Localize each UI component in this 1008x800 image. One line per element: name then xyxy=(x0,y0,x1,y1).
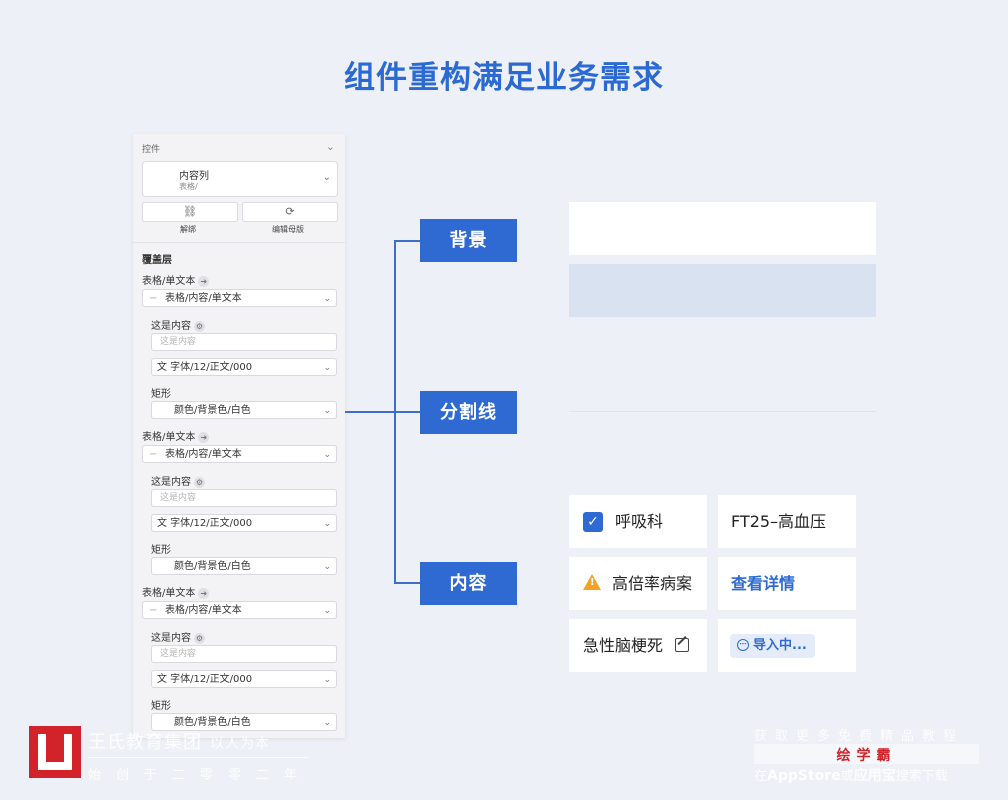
settings-icon[interactable]: ⚙ xyxy=(194,476,205,488)
unlink-icon: ⛓ xyxy=(183,205,197,218)
divider-sample xyxy=(569,411,876,412)
watermark-divider xyxy=(88,757,308,758)
connector-content xyxy=(394,582,420,584)
content-label: 这是内容⚙ xyxy=(151,476,205,488)
cell-link: 查看详情 xyxy=(718,557,856,610)
fill-select[interactable]: 颜色/背景色/白色⌄ xyxy=(151,713,337,731)
watermark-founded: 始创于二零零二年 xyxy=(88,768,313,783)
watermark-org: 王氏教育集团以人为本 xyxy=(88,732,270,753)
overlay-section-title: 覆盖层 xyxy=(142,255,172,266)
edit-icon[interactable] xyxy=(675,638,689,652)
rect-label: 矩形 xyxy=(151,389,171,400)
font-select[interactable]: 文 字体/12/正文/000⌄ xyxy=(151,358,337,376)
edit-master-button[interactable]: ⟳ xyxy=(242,202,338,222)
chevron-down-icon: ⌄ xyxy=(323,519,331,529)
cell-checkbox: ✓ 呼吸科 xyxy=(569,495,707,548)
cell-editable: 急性脑梗死 xyxy=(569,619,707,672)
collapse-chevron-icon[interactable]: ⌄ xyxy=(325,140,335,153)
chevron-down-icon: ⌄ xyxy=(323,363,331,373)
chevron-down-icon: ⌄ xyxy=(323,718,331,728)
font-select[interactable]: 文 字体/12/正文/000⌄ xyxy=(151,670,337,688)
panel-divider xyxy=(133,242,345,243)
watermark-band xyxy=(754,744,979,764)
watermark-download: 在AppStore或应用宝搜索下载 xyxy=(754,768,948,784)
table-label: 表格/单文本➜ xyxy=(142,584,210,599)
content-label: 这是内容⚙ xyxy=(151,632,205,644)
table-select[interactable]: −表格/内容/单文本⌄ xyxy=(142,445,337,463)
connector-vertical xyxy=(394,240,396,584)
chevron-down-icon: ⌄ xyxy=(323,450,331,460)
fill-select[interactable]: 颜色/背景色/白色⌄ xyxy=(151,401,337,419)
table-label: 表格/单文本➜ xyxy=(142,272,210,287)
table-select[interactable]: −表格/内容/单文本⌄ xyxy=(142,601,337,619)
settings-icon[interactable]: ⚙ xyxy=(194,320,205,332)
chevron-down-icon: ⌄ xyxy=(322,172,331,183)
background-sample-blue xyxy=(569,264,876,317)
settings-icon[interactable]: ⚙ xyxy=(194,632,205,644)
properties-panel: 控件 ⌄ 内容列 表格/ ⌄ ⛓ ⟳ 解绑 编辑母版 覆盖层 表格/单文本➜ −… xyxy=(133,134,345,738)
arrow-right-icon[interactable]: ➜ xyxy=(198,431,210,443)
rect-label: 矩形 xyxy=(151,545,171,556)
watermark-brand: 绘学霸 xyxy=(836,748,897,764)
cell-warning: ! 高倍率病案 xyxy=(569,557,707,610)
component-selector[interactable]: 内容列 表格/ ⌄ xyxy=(142,161,338,197)
cell-text: 急性脑梗死 xyxy=(583,636,664,655)
content-input[interactable]: 这是内容 xyxy=(151,489,337,507)
chevron-down-icon: ⌄ xyxy=(323,406,331,416)
cell-text: 呼吸科 xyxy=(615,512,664,531)
tag-divider: 分割线 xyxy=(420,391,517,434)
fill-select[interactable]: 颜色/背景色/白色⌄ xyxy=(151,557,337,575)
loading-icon: ⋯ xyxy=(737,638,749,651)
panel-header: 控件 xyxy=(142,145,161,155)
status-badge: ⋯导入中... xyxy=(730,634,815,658)
connector-background xyxy=(394,240,420,242)
warning-icon: ! xyxy=(583,574,601,590)
brand-logo xyxy=(29,726,81,778)
font-select[interactable]: 文 字体/12/正文/000⌄ xyxy=(151,514,337,532)
content-label: 这是内容⚙ xyxy=(151,320,205,332)
view-details-link[interactable]: 查看详情 xyxy=(731,574,796,593)
cell-text: 高倍率病案 xyxy=(612,574,693,593)
edit-master-label: 编辑母版 xyxy=(272,225,304,234)
arrow-right-icon[interactable]: ➜ xyxy=(198,275,210,287)
table-select[interactable]: −表格/内容/单文本⌄ xyxy=(142,289,337,307)
content-input[interactable]: 这是内容 xyxy=(151,645,337,663)
component-name: 内容列 xyxy=(179,171,209,182)
tag-background: 背景 xyxy=(420,219,517,262)
cell-text-plain: FT25–高血压 xyxy=(718,495,856,548)
chevron-down-icon: ⌄ xyxy=(323,562,331,572)
background-sample-white xyxy=(569,202,876,255)
watermark-tutorials: 获取更多免费精品教程 xyxy=(754,729,965,744)
checkbox-checked-icon[interactable]: ✓ xyxy=(583,512,603,532)
refresh-icon: ⟳ xyxy=(285,205,295,218)
content-input[interactable]: 这是内容 xyxy=(151,333,337,351)
connector-main xyxy=(345,411,420,413)
cell-status: ⋯导入中... xyxy=(718,619,856,672)
cell-text: FT25–高血压 xyxy=(731,512,827,531)
table-label: 表格/单文本➜ xyxy=(142,428,210,443)
arrow-right-icon[interactable]: ➜ xyxy=(198,587,210,599)
rect-label: 矩形 xyxy=(151,701,171,712)
page-title: 组件重构满足业务需求 xyxy=(344,60,664,96)
chevron-down-icon: ⌄ xyxy=(323,606,331,616)
tag-content: 内容 xyxy=(420,562,517,605)
chevron-down-icon: ⌄ xyxy=(323,675,331,685)
component-path: 表格/ xyxy=(179,182,198,191)
detach-label: 解绑 xyxy=(180,225,196,234)
chevron-down-icon: ⌄ xyxy=(323,294,331,304)
detach-button[interactable]: ⛓ xyxy=(142,202,238,222)
